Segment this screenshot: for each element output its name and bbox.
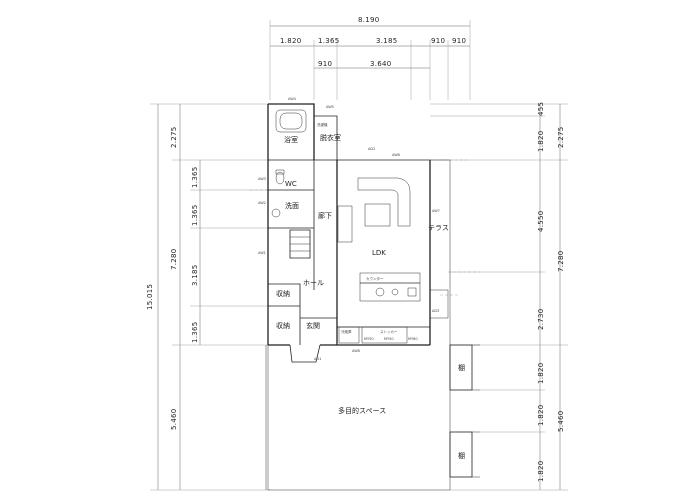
room-entrance: 玄関 — [306, 321, 320, 330]
dim-right-inner: 1.820 — [537, 460, 545, 482]
dim-top-overall: 8.190 — [358, 16, 380, 24]
tag-opening: AW8 — [352, 349, 360, 353]
multipurpose-outline — [265, 344, 480, 491]
tag-opening: MY50 — [364, 337, 374, 341]
room-counter: カウンター — [366, 276, 384, 281]
dim-right-inner: 4.550 — [537, 210, 545, 232]
room-shelf-2: 棚 — [458, 451, 465, 460]
dim-right-outer: 2.275 — [557, 126, 565, 148]
tag-opening: AW1 — [258, 251, 266, 255]
tag-opening: AW6 — [392, 153, 400, 157]
tag-opening: AW2 — [258, 201, 266, 205]
room-terrace: テラス — [428, 224, 449, 232]
dim-left-overall: 15.015 — [146, 284, 154, 310]
dim-right-inner: 2.730 — [537, 308, 545, 330]
room-fridge: 冷蔵庫 — [341, 329, 352, 334]
tag-opening: AD3 — [432, 309, 439, 313]
dim-top-row1: 1.365 — [318, 37, 340, 45]
room-storage-2: 収納 — [276, 321, 290, 330]
tag-opening: AW3 — [258, 177, 266, 181]
tag-opening: AW7 — [432, 209, 440, 213]
tag-opening: AW4 — [288, 97, 297, 101]
dim-top-row1: 910 — [431, 37, 445, 45]
dim-right-outer: 5.460 — [557, 410, 565, 432]
room-dressing: 脱衣室 — [320, 133, 341, 142]
dim-right-inner: 1.820 — [537, 404, 545, 426]
room-laundry: 洗濯機 — [317, 122, 328, 127]
dim-right-inner: 1.820 — [537, 130, 545, 152]
tag-opening: MY60 — [408, 337, 418, 341]
room-storage-1: 収納 — [276, 289, 290, 298]
dim-right-outer: 7.280 — [557, 250, 565, 272]
dim-left-col1: 2.275 — [170, 126, 178, 148]
dim-left-col1: 5.460 — [170, 408, 178, 430]
dim-right-inner: 455 — [537, 102, 545, 116]
tag-opening: AW5 — [326, 105, 334, 109]
room-bath: 浴室 — [284, 135, 298, 144]
fixtures — [271, 109, 421, 344]
dim-left-col2: 3.185 — [191, 264, 199, 286]
tag-opening: AD2 — [368, 147, 375, 151]
dim-right-inner: 1.820 — [537, 362, 545, 384]
room-corridor: 廊下 — [318, 211, 332, 220]
dim-left-col1: 7.280 — [170, 248, 178, 270]
room-wash: 洗面 — [285, 201, 299, 210]
tag-opening: MY50 — [384, 337, 394, 341]
tag-opening: AD1 — [314, 357, 321, 361]
dim-top-row1: 1.820 — [280, 37, 302, 45]
room-hall: ホール — [303, 279, 324, 287]
dim-top-row2: 3.640 — [370, 60, 392, 68]
room-ldk: LDK — [372, 249, 386, 257]
room-wc: WC — [285, 180, 297, 188]
top-dimension-lines — [269, 20, 471, 100]
room-multipurpose: 多目的スペース — [338, 406, 386, 415]
dim-top-row1: 3.185 — [376, 37, 398, 45]
left-dimension-lines — [150, 103, 270, 491]
exterior-walls — [267, 103, 451, 363]
room-shelf-1: 棚 — [458, 363, 465, 372]
room-stocker: ストッカー — [380, 329, 398, 334]
dim-top-row2: 910 — [318, 60, 332, 68]
dim-left-col2: 1.365 — [191, 204, 199, 226]
dim-left-col2: 1.365 — [191, 166, 199, 188]
dim-left-col2: 1.365 — [191, 321, 199, 343]
dim-top-row1: 910 — [452, 37, 466, 45]
